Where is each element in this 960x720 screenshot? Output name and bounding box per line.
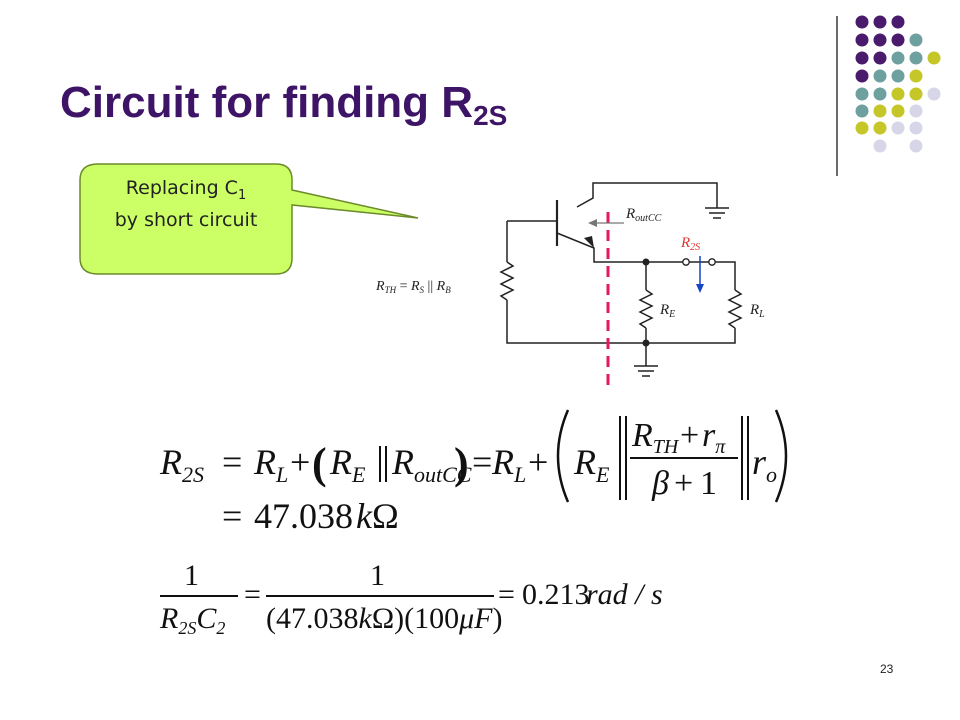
callout-bubble [79,163,419,275]
eq3-equals-2: = [498,578,515,611]
callout-line-1: Replacing C1 [86,176,286,208]
eq1-lparen-1: ( [312,439,327,488]
slide-title: Circuit for finding R2S [60,78,507,132]
eq1-plus-4: + [674,465,693,502]
rth-bottom-wire [506,300,646,344]
eq1-routcc: RoutCC [391,442,472,487]
page-number: 23 [880,662,894,676]
open-terminal [708,258,716,266]
eq1-plus-3: + [680,417,699,454]
ground-symbol-top [705,207,729,219]
equation-1: R2S = RL + ( RE RoutCC ) = RL + RE RTH +… [159,409,788,503]
eq3-equals-1: = [244,578,261,611]
eq3-denominator-left: R2SC2 [159,602,225,638]
emitter-arrow-icon [584,236,594,248]
eq3-numerator-right: 1 [370,559,385,592]
eq1-big-rparen [774,409,788,503]
callout-line-1-text: Replacing C [125,177,238,199]
eq3-numerator-left: 1 [184,559,199,592]
emitter-lead [556,232,736,290]
r2s-arrowhead-icon [696,284,704,293]
callout-shape [79,163,419,275]
label-rth: RTH = RS || RB [375,279,451,295]
eq1-rth: RTH [631,417,680,458]
label-re: RE [659,302,675,320]
title-divider-line [836,16,838,176]
eq1-rl-2: RL [491,442,526,487]
eq1-ro: ro [752,442,777,487]
eq1-r2s: R2S [159,442,204,487]
slide-title-main: Circuit for finding R [60,78,474,127]
eq3-denominator-right: (47.038kΩ)(100μF) [266,602,503,635]
eq1-re-1: RE [329,442,366,487]
open-terminal [682,258,690,266]
eq1-rl: RL [253,442,288,487]
eq3-units: rad / s [586,578,663,611]
eq2-value: 47.038 [254,496,353,536]
eq1-rpi: rπ [702,417,726,458]
label-rl: RL [749,302,765,320]
routcc-arrowhead-icon [588,219,597,227]
circuit-diagram: RoutCC R2S RTH = RS || RB RE RL [375,182,765,385]
re-resistor [638,289,654,329]
equation-3: 1 R2SC2 = 1 (47.038kΩ)(100μF) = 0.213 ra… [159,559,663,638]
callout-line-1-sub: 1 [237,187,247,203]
eq2-equals: = [222,496,242,536]
junction-dot [642,339,650,347]
slide-title-subscript: 2S [473,100,508,131]
collector-wire [576,182,718,208]
eq1-re-2: RE [573,442,610,487]
rth-resistor [499,261,515,301]
eq1-equals-2: = [472,442,492,482]
label-routcc: RoutCC [625,206,662,224]
eq1-plus-2: + [528,442,548,482]
eq3-result: 0.213 [522,578,590,611]
rl-resistor [727,289,743,329]
eq1-beta: β [651,465,669,502]
label-r2s: R2S [680,235,700,253]
ground-symbol-bottom [634,365,658,377]
eq1-rparen-1: ) [454,439,469,488]
callout-line-2: by short circuit [114,208,258,231]
eq2-unit: kΩ [356,496,399,536]
eq1-big-lparen [556,409,570,503]
rl-bottom-wire [646,328,736,344]
junction-dot [642,258,650,266]
eq1-equals-1: = [222,442,242,482]
eq1-plus-1: + [290,442,310,482]
callout-text: Replacing C1 by short circuit [86,176,286,233]
eq1-one: 1 [700,465,717,502]
equation-2: = 47.038 kΩ [222,496,399,536]
